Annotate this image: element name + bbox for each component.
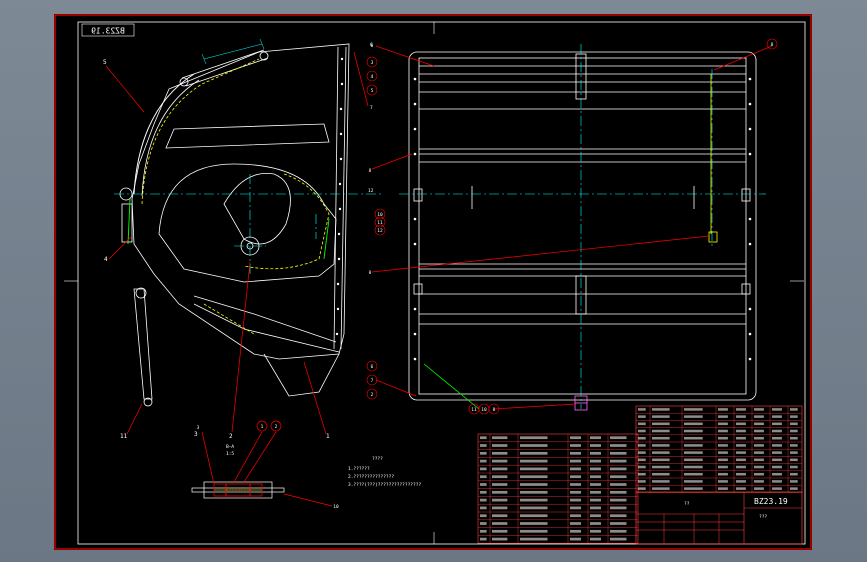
svg-text:7: 7 <box>370 105 373 111</box>
svg-text:8: 8 <box>369 270 372 276</box>
note-line-2: 2.??????????????? <box>348 474 394 480</box>
svg-text:2: 2 <box>371 392 374 398</box>
drawing-code-mirrored: BZ23.19 <box>91 27 125 36</box>
front-view <box>408 51 757 401</box>
svg-text:6: 6 <box>371 43 374 49</box>
outer-frame <box>54 14 812 550</box>
svg-text:5: 5 <box>103 59 107 66</box>
drawing-code-box <box>81 23 135 37</box>
notes-heading: ???? <box>372 456 383 462</box>
svg-text:10: 10 <box>333 504 339 510</box>
svg-text:1: 1 <box>261 424 264 430</box>
svg-text:4: 4 <box>104 256 108 263</box>
detail-scale: 1:5 <box>226 451 234 457</box>
middle-callouts: 3 4 5 10 11 12 6 7 12 <box>366 42 386 236</box>
drawing-sheet[interactable]: BZ23.19 <box>54 14 812 550</box>
svg-text:10: 10 <box>481 407 487 413</box>
svg-text:7: 7 <box>371 378 374 384</box>
front-view-leaders <box>371 45 773 410</box>
cad-drawing: BZ23.19 <box>54 14 812 550</box>
svg-text:2: 2 <box>275 424 278 430</box>
svg-text:4: 4 <box>371 74 374 80</box>
inner-frame <box>77 21 806 545</box>
svg-text:5: 5 <box>371 88 374 94</box>
svg-text:11: 11 <box>377 220 383 226</box>
svg-text:10: 10 <box>377 212 383 218</box>
front-view-callouts: 6 8 8 6 7 2 11 10 8 8 <box>366 38 778 415</box>
svg-text:8: 8 <box>493 407 496 413</box>
side-view-bolts <box>335 57 344 336</box>
front-view-centerlines <box>399 44 766 409</box>
technical-notes: ???? 1.?????? 2.??????????????? 3.????(?… <box>348 456 421 488</box>
parts-list <box>477 405 803 544</box>
side-view-centerlines <box>114 174 384 276</box>
side-view-accent <box>127 198 330 260</box>
section-detail: 3 1 2 10 B—A 1:5 <box>191 420 339 510</box>
svg-text:11: 11 <box>471 407 477 413</box>
svg-text:8: 8 <box>771 42 774 48</box>
svg-text:12: 12 <box>377 228 383 234</box>
side-view <box>119 43 350 407</box>
svg-text:3: 3 <box>371 60 374 66</box>
svg-text:12: 12 <box>368 188 374 194</box>
title-block: BZ23.19 ??? ?? <box>635 491 803 545</box>
title-code: BZ23.19 <box>754 497 788 506</box>
detail-label: B—A <box>226 444 234 450</box>
side-view-leaders <box>105 51 369 435</box>
side-view-callouts: 5 4 3 2 1 11 <box>103 59 330 440</box>
svg-text:2: 2 <box>229 433 233 440</box>
svg-text:6: 6 <box>370 42 373 48</box>
scale-label: ?? <box>684 501 690 507</box>
svg-text:1: 1 <box>326 433 330 440</box>
svg-text:6: 6 <box>371 364 374 370</box>
note-line-3: 3.????(???)???????????????? <box>348 482 421 488</box>
front-view-bolts <box>413 77 752 361</box>
svg-text:3: 3 <box>194 431 198 438</box>
svg-text:3: 3 <box>197 425 200 431</box>
svg-text:8: 8 <box>369 168 372 174</box>
front-view-shaft <box>708 74 718 243</box>
sheet-label: ??? <box>759 514 767 520</box>
svg-text:11: 11 <box>120 433 128 440</box>
side-view-hidden <box>141 58 330 335</box>
note-line-1: 1.?????? <box>348 466 370 472</box>
front-view-fitting <box>574 395 588 411</box>
